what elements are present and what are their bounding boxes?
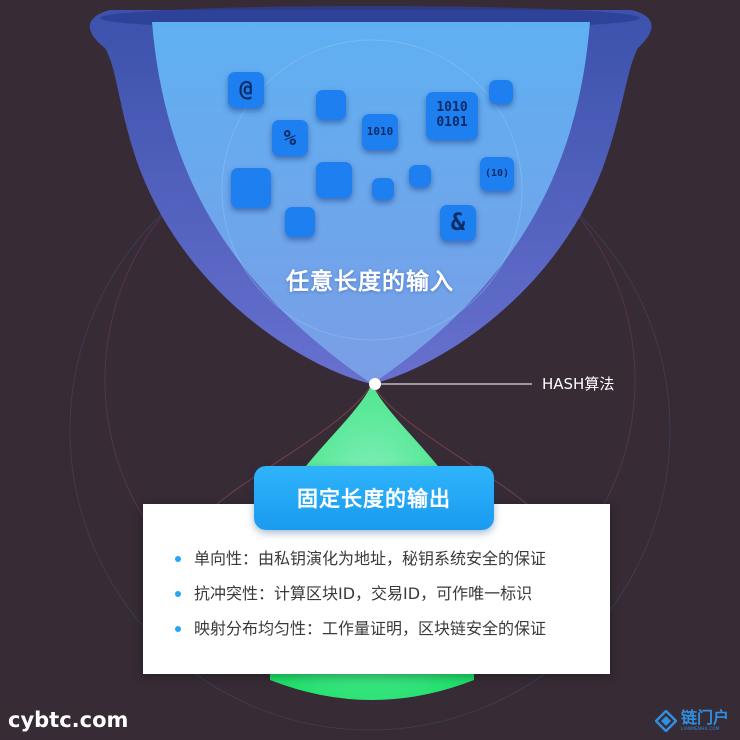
- property-item: 映射分布均匀性：工作量证明，区块链安全的保证: [172, 615, 546, 650]
- data-block: [316, 90, 346, 120]
- bullet-dot-icon: [175, 556, 181, 562]
- lianmenhu-logo-icon: [655, 709, 677, 732]
- property-text: 抗冲突性：计算区块ID，交易ID，可作唯一标识: [194, 584, 533, 603]
- decor-ring: [221, 39, 523, 341]
- logo-text: 链门户: [681, 708, 730, 727]
- bullet-dot-icon: [175, 626, 181, 632]
- data-block: [372, 178, 394, 200]
- hash-algorithm-label: HASH算法: [542, 375, 615, 393]
- lianmenhu-logo: 链门户 LIANMENHU.COM: [655, 709, 729, 732]
- data-block: [316, 162, 352, 198]
- output-title: 固定长度的输出: [254, 466, 494, 530]
- property-text: 映射分布均匀性：工作量证明，区块链安全的保证: [194, 619, 547, 638]
- data-block: [489, 80, 513, 104]
- binary-line-2: 0101: [436, 115, 468, 130]
- binary-block-large: 1010 0101: [426, 92, 478, 140]
- bullet-dot-icon: [175, 591, 181, 597]
- property-text: 单向性：由私钥演化为地址，秘钥系统安全的保证: [194, 549, 547, 568]
- upper-funnel: [152, 22, 590, 384]
- watermark-left: cybtc.com: [8, 708, 129, 732]
- data-block: [231, 168, 271, 208]
- at-symbol-block: @: [228, 72, 264, 108]
- data-block: [409, 165, 431, 187]
- binary-block-small: 1010: [362, 114, 398, 150]
- data-block: [285, 207, 315, 237]
- property-list: 单向性：由私钥演化为地址，秘钥系统安全的保证 抗冲突性：计算区块ID，交易ID，…: [172, 545, 546, 650]
- output-properties-card: [143, 504, 610, 674]
- property-item: 单向性：由私钥演化为地址，秘钥系统安全的保证: [172, 545, 546, 580]
- binary-line-1: 1010: [436, 100, 468, 116]
- logo-subtext: LIANMENHU.COM: [681, 726, 720, 731]
- hash-point: [369, 378, 381, 390]
- input-label: 任意长度的输入: [286, 269, 454, 295]
- paren-block: (10): [480, 157, 514, 191]
- property-item: 抗冲突性：计算区块ID，交易ID，可作唯一标识: [172, 580, 546, 615]
- percent-symbol-block: %: [272, 120, 308, 156]
- ampersand-symbol-block: &: [440, 205, 476, 241]
